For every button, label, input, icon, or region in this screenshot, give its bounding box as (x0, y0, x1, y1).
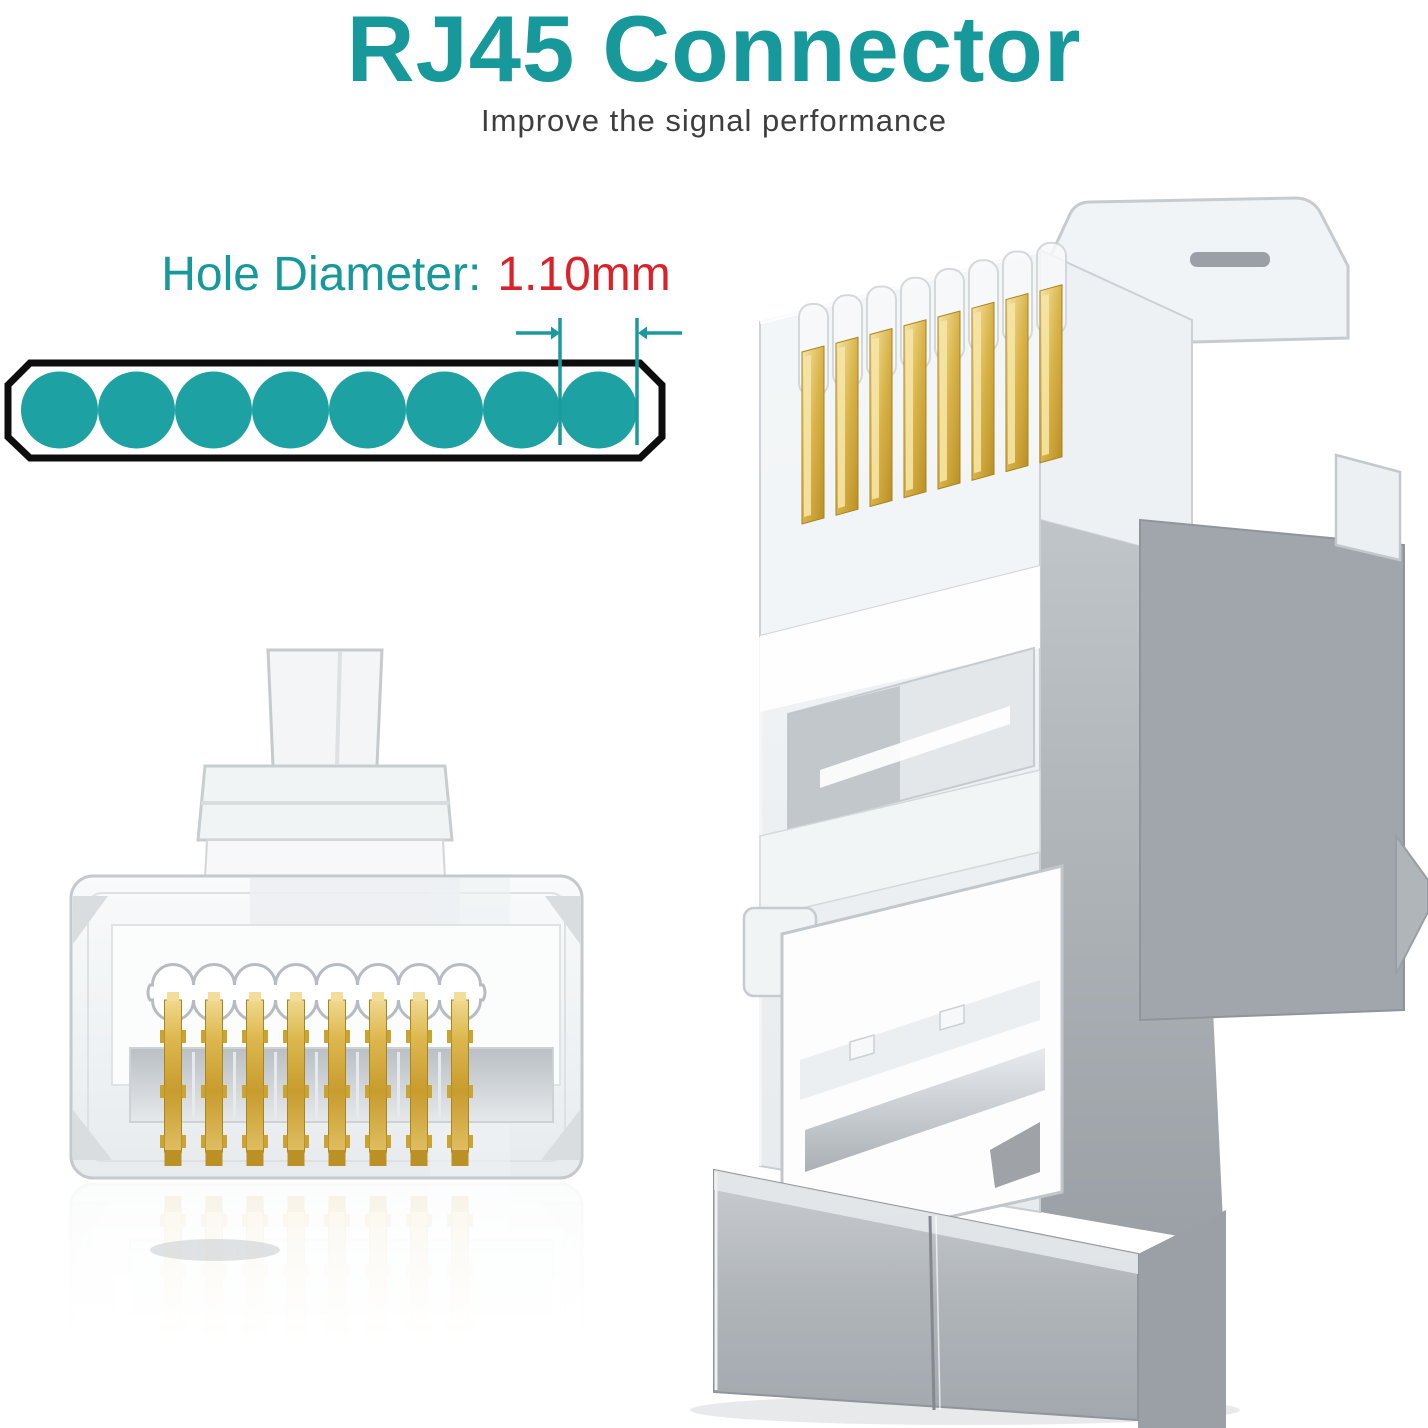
gold-contact (903, 319, 927, 499)
gold-pin (324, 992, 350, 1166)
gold-contact (835, 336, 859, 516)
gold-pin (447, 992, 473, 1166)
gold-pin (283, 992, 309, 1166)
gold-contact (1005, 292, 1029, 473)
window-1-shade (788, 686, 900, 830)
hole-circle (329, 371, 406, 449)
band-2 (759, 769, 1041, 919)
gold-contact (937, 310, 961, 490)
gold-contact (971, 301, 995, 481)
gold-contacts (801, 284, 1063, 525)
dimension-lines (516, 318, 682, 445)
hole-annotation-label: Hole Diameter: (161, 248, 482, 301)
page-subtitle: Improve the signal performance (481, 103, 947, 138)
top-latch-slot (1190, 252, 1270, 267)
hole-circle (252, 371, 329, 449)
gold-contact (1039, 284, 1063, 464)
hole-annotation-value: 1.10mm (497, 248, 671, 301)
hole-circle (175, 371, 252, 449)
strain-strip (203, 839, 447, 879)
boot-seam (928, 1215, 936, 1411)
hole-diagram-svg (4, 318, 682, 462)
front-pins-group (160, 992, 473, 1166)
window-1-streak (820, 706, 1010, 788)
page-title: RJ45 Connector (346, 0, 1082, 101)
band-under-pins (760, 566, 1040, 712)
arrowhead-right-icon (551, 326, 560, 340)
gold-contact (801, 345, 825, 525)
side-pins-group (798, 241, 1067, 525)
reflection-fade (0, 1181, 714, 1428)
boot-side-face (1138, 1210, 1226, 1428)
front-view-connector-svg (0, 648, 714, 1428)
gold-contact (869, 327, 893, 508)
hole-circle (560, 371, 637, 449)
gold-pin (242, 992, 268, 1166)
latch-tab-fold (335, 651, 342, 765)
gold-pin (160, 992, 186, 1166)
hole-annotation: Hole Diameter: 1.10mm (84, 247, 748, 302)
hole-circle (483, 371, 560, 449)
boot-front-face (713, 1168, 1139, 1422)
latch-tail (1395, 832, 1428, 975)
latch-panel (1139, 518, 1405, 1022)
latch-panel-notch (1334, 453, 1402, 562)
scalloped-wire-hole (146, 963, 487, 1022)
boot-seam-highlight (935, 1215, 941, 1411)
gold-pin (201, 992, 227, 1166)
holes-group (21, 371, 637, 449)
gold-pin (365, 992, 391, 1166)
body-tint-band (250, 878, 460, 926)
dimension-arrowheads (551, 326, 647, 340)
hole-circle (98, 371, 175, 449)
hole-circle (406, 371, 483, 449)
front-connector-shadow (150, 1239, 280, 1261)
side-connector (690, 196, 1428, 1428)
boot-top-bevel (714, 1170, 1138, 1274)
body-corner-facets (73, 896, 580, 1160)
front-connector (69, 648, 584, 1180)
hole-circle (21, 371, 98, 449)
latch-tab (266, 648, 384, 768)
gold-pin (406, 992, 432, 1166)
side-view-connector-svg (690, 196, 1428, 1428)
arrowhead-left-icon (638, 326, 647, 340)
window-2-details (800, 980, 1045, 1188)
